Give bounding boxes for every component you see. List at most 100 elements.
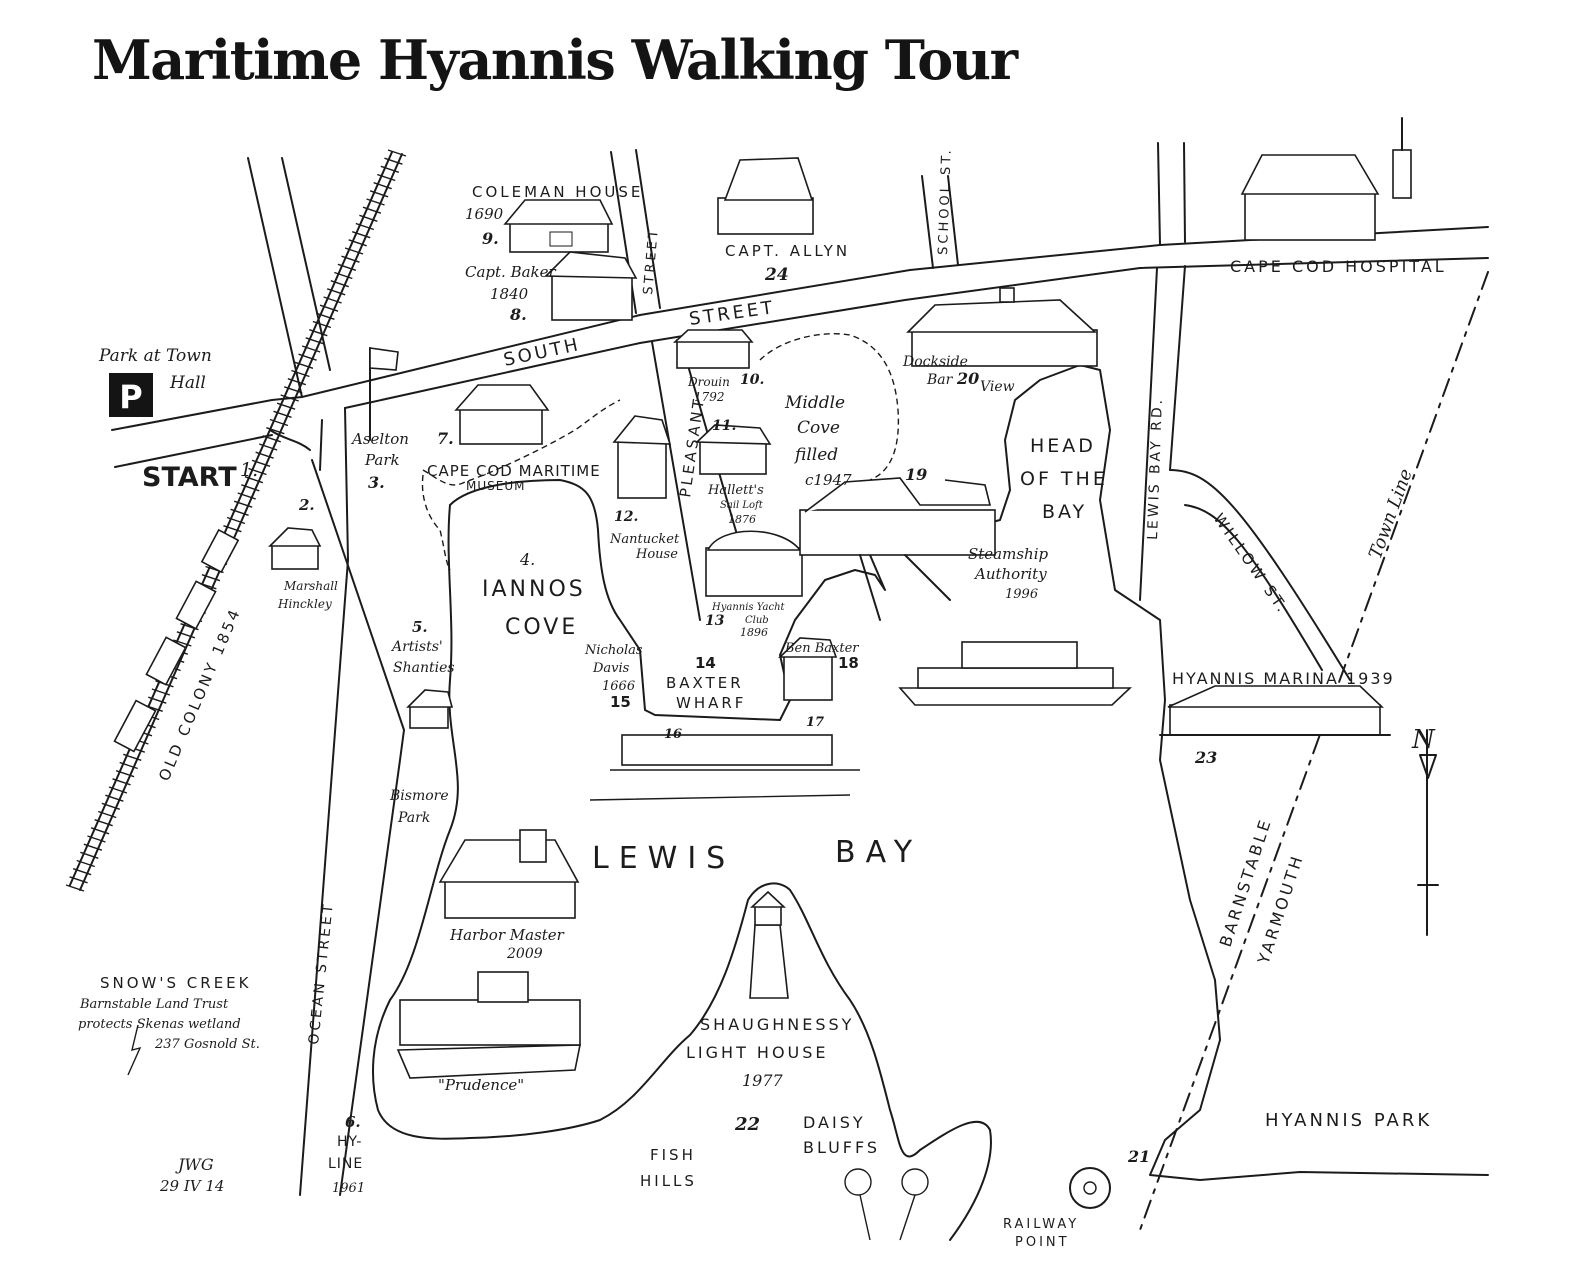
iannos-cove-line1: IANNOS — [482, 577, 586, 602]
lighthouse-drawing — [749, 890, 789, 999]
halletts-label: Hallett's — [707, 483, 764, 498]
ben-baxter-number: 18 — [838, 654, 859, 672]
fish-hills-number: 22 — [734, 1114, 760, 1135]
snows-creek-arrow — [127, 1024, 142, 1076]
harbor-master-year: 2009 — [506, 946, 543, 962]
marina-drawing — [1159, 685, 1391, 736]
lighthouse-year: 1977 — [742, 1071, 784, 1090]
baxter-pier-drawing — [589, 734, 860, 801]
ben-baxter-label: Ben Baxter — [784, 641, 859, 656]
aselton-park-label: Aselton — [350, 430, 409, 448]
yacht-club-number: 13 — [705, 613, 725, 629]
bismore-park-label-2: Park — [397, 810, 430, 826]
street-label-willow: WILLOW ST. — [1210, 510, 1293, 617]
steamship-terminal-drawing — [799, 477, 996, 621]
compass-north-arrow: N — [1411, 725, 1439, 936]
railway-point-label-2: POINT — [1015, 1235, 1070, 1250]
hospital-label: CAPE COD HOSPITAL — [1230, 257, 1447, 276]
hospital-drawing — [1240, 117, 1412, 241]
railroad-track — [65, 149, 407, 892]
street-network — [111, 142, 1489, 1196]
train-drawing — [113, 528, 240, 753]
snows-creek-label: SNOW'S CREEK — [100, 974, 251, 992]
nantucket-house-number: 12. — [614, 509, 638, 525]
artist-initials: JWG — [175, 1155, 214, 1174]
capt-allyn-drawing — [717, 157, 814, 235]
head-of-bay-1: HEAD — [1030, 435, 1096, 457]
buildings — [113, 117, 1412, 1241]
capt-baker-drawing — [544, 251, 638, 321]
ferry-drawing — [898, 641, 1133, 706]
halletts-year: 1876 — [728, 513, 756, 526]
street-label-pleasant-street: STREET — [641, 227, 662, 296]
snows-creek-label-4: 237 Gosnold St. — [154, 1037, 260, 1052]
steamship-label: Steamship — [968, 545, 1049, 563]
middle-cove-1: Middle — [784, 393, 845, 413]
street-label-school: SCHOOL ST. — [936, 147, 955, 255]
start-label: START — [142, 462, 237, 493]
prudence-label: "Prudence" — [438, 1076, 524, 1094]
yacht-club-label-2: Club — [745, 615, 769, 626]
museum-label-2: MUSEUM — [466, 479, 525, 493]
marshall-hinckley-label: Marshall — [283, 579, 338, 593]
nantucket-house-label-2: House — [635, 547, 678, 562]
coleman-house-number: 9. — [482, 229, 499, 248]
dockside-drawing — [906, 287, 1098, 367]
hy-line-label-2: LINE — [328, 1156, 363, 1172]
shoreline — [372, 333, 1489, 1241]
daisies-drawing — [844, 1168, 929, 1241]
iannos-number: 4. — [519, 550, 535, 569]
hy-line-number: 6. — [345, 1113, 361, 1131]
page-title: Maritime Hyannis Walking Tour — [92, 28, 1018, 92]
baxter-wharf-label-2: WHARF — [676, 694, 746, 712]
shanties-label: Artists' — [390, 639, 443, 655]
railway-point-label: RAILWAY — [1003, 1217, 1079, 1232]
yacht-club-drawing — [705, 530, 803, 597]
steamship-year: 1996 — [1005, 587, 1038, 602]
yacht-club-year: 1896 — [740, 626, 768, 639]
steamship-label-2: Authority — [973, 565, 1047, 583]
prudence-boat-drawing — [396, 971, 581, 1079]
artist-date: 29 IV 14 — [159, 1177, 224, 1195]
start-number: 1. — [240, 459, 258, 481]
museum-number: 7. — [437, 429, 454, 448]
water-label-lewis: LEWIS — [592, 841, 735, 876]
shanties-drawing — [406, 689, 454, 729]
halletts-number: 11. — [712, 418, 736, 434]
pier-17-number: 17 — [806, 715, 824, 730]
water-label-bay: BAY — [835, 835, 922, 870]
baxter-wharf-label: BAXTER — [666, 674, 744, 692]
marshall-hinckley-number: 2. — [298, 496, 315, 514]
dockside-label: Dockside — [902, 354, 968, 370]
snows-creek-label-2: Barnstable Land Trust — [79, 997, 229, 1012]
marshall-hinckley-drawing — [268, 527, 322, 570]
daisy-bluffs-label: DAISY — [803, 1113, 866, 1132]
halletts-label-2: Sail Loft — [720, 500, 764, 511]
hy-line-year: 1961 — [332, 1181, 365, 1196]
middle-cove-3: filled — [793, 445, 838, 465]
aselton-park-number: 3. — [368, 473, 385, 492]
drouin-number: 10. — [740, 372, 764, 388]
nantucket-house-label: Nantucket — [609, 532, 680, 547]
parking-marker[interactable]: P — [109, 373, 153, 417]
nicholas-davis-number: 15 — [610, 693, 631, 711]
marina-label: HYANNIS MARINA 1939 — [1172, 669, 1395, 688]
capt-allyn-number: 24 — [764, 265, 789, 285]
dockside-number: 20 — [956, 369, 979, 388]
parking-icon: P — [119, 378, 142, 416]
railway-point-number: 21 — [1127, 1147, 1150, 1166]
yarmouth-label: YARMOUTH — [1253, 851, 1307, 967]
flag-drawing — [369, 347, 399, 441]
harbor-master-drawing — [438, 829, 580, 919]
capt-baker-number: 8. — [509, 305, 527, 324]
halletts-drawing — [695, 424, 772, 475]
coleman-house-drawing — [503, 199, 614, 253]
parking-label-2: Hall — [169, 373, 206, 393]
dockside-bar: Bar — [926, 372, 954, 388]
head-of-bay-2: OF THE — [1020, 468, 1108, 490]
town-line — [1139, 271, 1489, 1231]
nicholas-davis-year: 1666 — [602, 679, 635, 694]
museum-drawing — [454, 384, 550, 445]
